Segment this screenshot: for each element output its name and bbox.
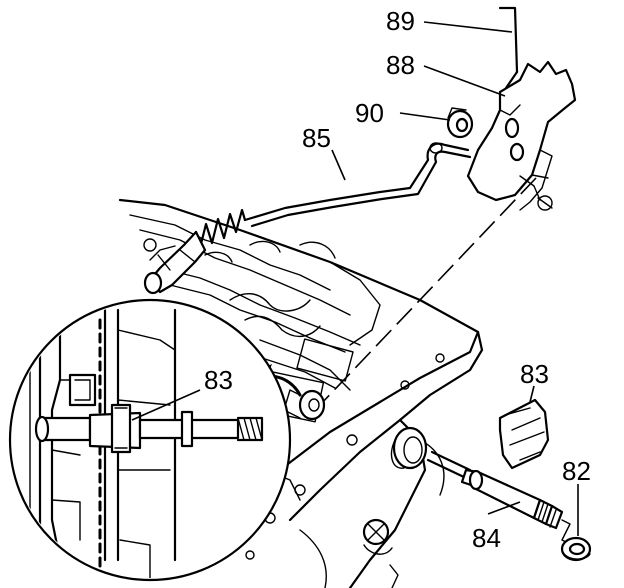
callout-88: 88 bbox=[386, 50, 415, 80]
leader-83 bbox=[529, 385, 535, 403]
leader-90 bbox=[399, 112, 451, 121]
detent-spring-89 bbox=[498, 6, 519, 90]
case-bolt bbox=[362, 518, 393, 555]
manual-shaft-end bbox=[283, 389, 326, 421]
callout-82: 82 bbox=[562, 456, 591, 486]
retaining-clip-83 bbox=[498, 398, 550, 470]
callout-90: 90 bbox=[355, 98, 384, 128]
detent-lever-88 bbox=[466, 60, 577, 211]
leader-83-inset bbox=[131, 389, 201, 421]
nut-90 bbox=[446, 107, 474, 139]
leader-88 bbox=[423, 65, 506, 97]
manual-shaft-84 bbox=[426, 450, 573, 546]
callout-89: 89 bbox=[386, 6, 415, 36]
leader-89 bbox=[423, 21, 513, 33]
callout-85: 85 bbox=[302, 123, 331, 153]
callout-83-inset: 83 bbox=[204, 365, 233, 395]
seal-82 bbox=[560, 536, 592, 562]
alignment-centerline bbox=[319, 177, 537, 406]
callout-84: 84 bbox=[472, 523, 501, 553]
park-rod-85 bbox=[143, 142, 472, 295]
leader-85 bbox=[331, 149, 346, 181]
shaft-bore bbox=[390, 426, 428, 470]
callout-83: 83 bbox=[520, 359, 549, 389]
detail-inset bbox=[8, 298, 292, 582]
leader-84 bbox=[487, 501, 521, 515]
